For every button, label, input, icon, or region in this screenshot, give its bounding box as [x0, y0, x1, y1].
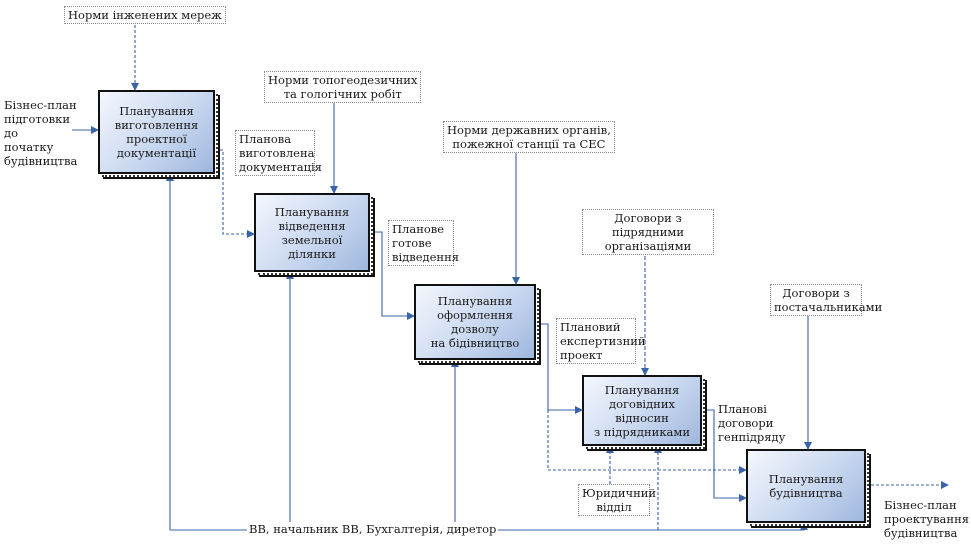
flow-label-planned-contracts: Планові договори генпідряду — [718, 402, 786, 444]
flow-label-planned-docs: Планова виготовлена документація — [235, 130, 322, 176]
control-label-supplier: Договори з постачальниками — [770, 284, 882, 316]
flow-b1-b2 — [215, 149, 255, 238]
input-label-business-plan: Бізнес-план підготовки до початку будівн… — [4, 98, 78, 168]
control-label-subcontract: Договори з підрядними організаціями — [582, 209, 714, 255]
flow-b3-b5 — [547, 410, 747, 474]
control-label-engineering: Норми інженених мереж — [64, 6, 226, 24]
activity-box-building-permit[interactable]: Планування оформлення дозволу на бідівни… — [414, 284, 539, 363]
flow-b2-b3 — [370, 231, 415, 320]
flow-b4-b5 — [702, 409, 747, 502]
mech-staff-b5 — [658, 522, 808, 531]
flow-label-planned-project: Плановий експертизний проект — [556, 318, 646, 364]
mechanism-label-legal: Юридичний відділ — [578, 484, 656, 516]
activity-box-subcontracts[interactable]: Планування договідних відносин з підрядн… — [582, 375, 705, 449]
control-label-state: Норми державних органів, пожежної станці… — [443, 121, 615, 153]
activity-box-land-allocation[interactable]: Планування відведення земельної ділянки — [254, 193, 373, 275]
flow-label-planned-allocation: Планове готове відведення — [388, 220, 459, 266]
output-label-business-plan: Бізнес-план проектування будівництва — [884, 498, 969, 540]
mechanism-label-staff: ВВ, начальник ВВ, Бухгалтерія, диретор — [247, 522, 499, 536]
control-label-topo: Норми топогеодезичних та гологічних робі… — [264, 71, 422, 103]
activity-box-design-docs[interactable]: Планування виготовлення проектної докуме… — [98, 90, 218, 177]
activity-box-construction[interactable]: Планування будівництва — [746, 449, 869, 526]
flow-b3-b4 — [536, 323, 583, 414]
